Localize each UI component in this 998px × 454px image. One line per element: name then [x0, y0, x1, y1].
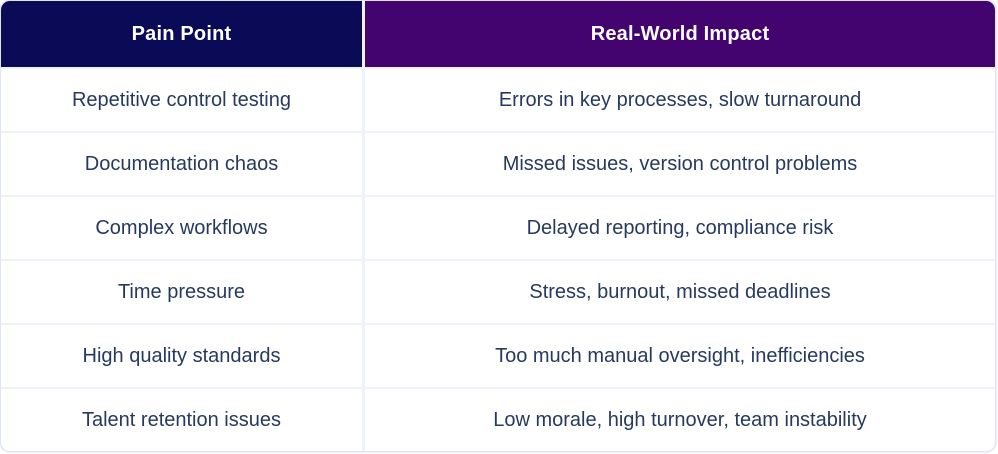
- table-cell-pain-point: Documentation chaos: [1, 133, 362, 195]
- column-header-real-world-impact: Real-World Impact: [365, 1, 995, 67]
- column-header-pain-point: Pain Point: [1, 1, 362, 67]
- table-cell-pain-point: Time pressure: [1, 261, 362, 323]
- table-cell-pain-point: Complex workflows: [1, 197, 362, 259]
- table-cell-impact: Too much manual oversight, inefficiencie…: [365, 325, 995, 387]
- table-cell-impact: Low morale, high turnover, team instabil…: [365, 389, 995, 451]
- table-cell-pain-point: High quality standards: [1, 325, 362, 387]
- table-cell-pain-point: Talent retention issues: [1, 389, 362, 451]
- table-cell-impact: Delayed reporting, compliance risk: [365, 197, 995, 259]
- table-cell-pain-point: Repetitive control testing: [1, 69, 362, 131]
- table-cell-impact: Missed issues, version control problems: [365, 133, 995, 195]
- table-cell-impact: Errors in key processes, slow turnaround: [365, 69, 995, 131]
- table-cell-impact: Stress, burnout, missed deadlines: [365, 261, 995, 323]
